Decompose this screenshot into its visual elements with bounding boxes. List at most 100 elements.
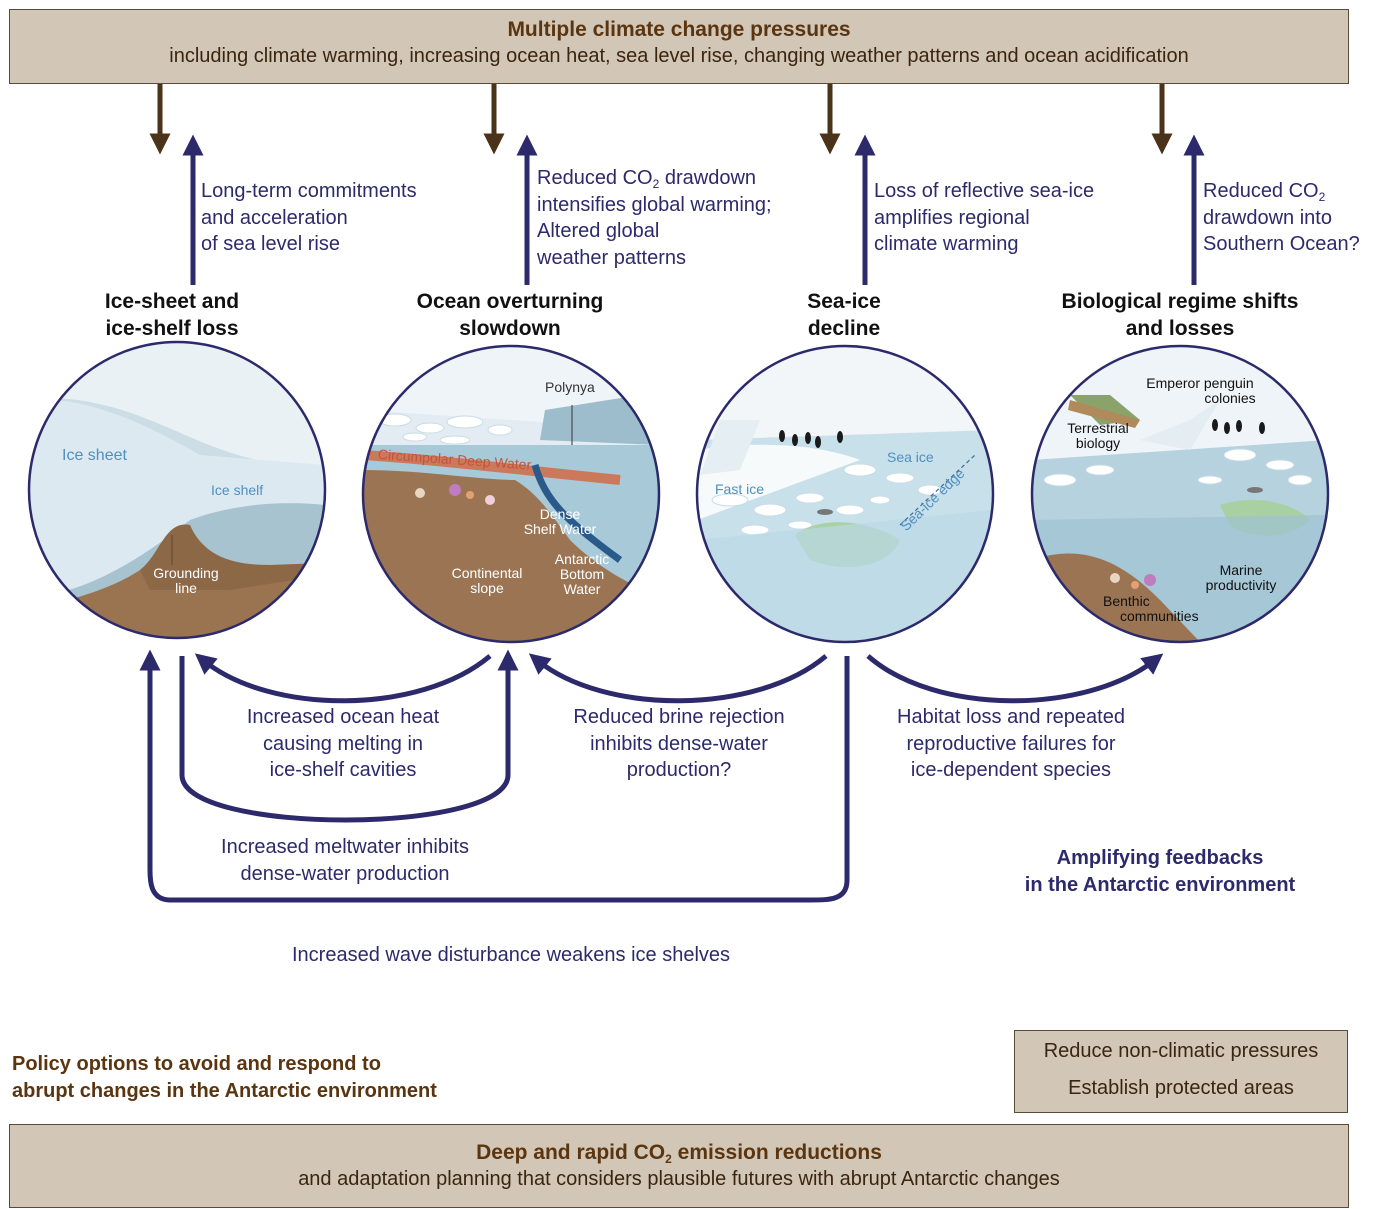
overturning-circle xyxy=(361,344,661,644)
ocean-heat-line: causing melting in xyxy=(262,732,424,755)
label-sea-ice: Sea ice xyxy=(887,449,934,465)
heading-line: ice-shelf loss xyxy=(105,317,239,340)
global-policy-box: Deep and rapid CO2 emission reductions a… xyxy=(9,1124,1349,1208)
brine-arrow xyxy=(528,653,828,704)
co2-prefix: Deep and rapid CO xyxy=(476,1141,666,1164)
sea-ice-feedback-line: Loss of reflective sea-ice xyxy=(874,180,1095,202)
ice-sheet-feedback-text: Long-term commitments and acceleration o… xyxy=(201,178,417,258)
local-policy-box: Reduce non-climatic pressures Establish … xyxy=(1014,1030,1348,1113)
label-line: Terrestrial xyxy=(1067,420,1129,436)
label-line: productivity xyxy=(1205,577,1277,593)
amplifying-line: in the Antarctic environment xyxy=(1024,873,1296,896)
brine-line: Reduced brine rejection xyxy=(573,706,785,728)
biological-feedback-line: Reduced CO2 xyxy=(1203,178,1360,205)
label-emperor-penguin: Emperor penguin colonies xyxy=(1140,376,1260,406)
label-line: Water xyxy=(563,581,601,597)
brine-line: production? xyxy=(626,759,732,781)
meltwater-text: Increased meltwater inhibits dense-water… xyxy=(190,834,500,887)
label-line: colonies xyxy=(1204,390,1256,406)
meltwater-line: Increased meltwater inhibits xyxy=(221,836,469,858)
label-ice-shelf: Ice shelf xyxy=(211,482,264,498)
co2-suffix: drawdown xyxy=(659,167,757,189)
ocean-heat-line: ice-shelf cavities xyxy=(269,759,417,781)
policy-line: abrupt changes in the Antarctic environm… xyxy=(12,1079,437,1102)
habitat-line: reproductive failures for xyxy=(906,732,1116,755)
label-marine-productivity: Marine productivity xyxy=(1196,563,1286,593)
label-line: slope xyxy=(470,580,504,596)
heading-line: Sea-ice xyxy=(807,290,881,313)
label-benthic: Benthic communities xyxy=(1103,594,1199,624)
heading-line: Ice-sheet and xyxy=(104,290,240,313)
heading-line: Biological regime shifts xyxy=(1061,290,1299,313)
label-line: line xyxy=(175,580,197,596)
overturning-feedback-text: Reduced CO2 drawdown intensifies global … xyxy=(537,165,772,271)
heading-overturning: Ocean overturning slowdown xyxy=(390,288,630,342)
pressures-title: Multiple climate change pressures xyxy=(507,18,851,41)
co2-subscript: 2 xyxy=(652,177,660,191)
habitat-arrow xyxy=(866,653,1164,704)
biological-feedback-line: drawdown into xyxy=(1203,206,1332,229)
heading-line: Ocean overturning xyxy=(416,290,604,313)
global-policy-title: Deep and rapid CO2 emission reductions xyxy=(10,1141,1348,1165)
heading-line: slowdown xyxy=(459,317,561,340)
sea-ice-circle xyxy=(695,344,995,644)
label-continental-slope: Continental slope xyxy=(440,566,534,596)
heading-sea-ice: Sea-ice decline xyxy=(764,288,924,342)
sea-ice-feedback-line: climate warming xyxy=(874,233,1019,255)
ocean-heat-text: Increased ocean heat causing melting in … xyxy=(218,704,468,784)
ice-sheet-feedback-line: Long-term commitments xyxy=(201,180,417,202)
pressures-subtitle: including climate warming, increasing oc… xyxy=(169,45,1189,67)
habitat-line: ice-dependent species xyxy=(910,759,1112,781)
label-line: Antarctic xyxy=(554,551,610,567)
lateral-feedback-arrows xyxy=(139,649,1164,903)
feedback-up-arrows xyxy=(182,134,1205,285)
sea-ice-feedback-line: amplifies regional xyxy=(874,206,1030,229)
label-line: Emperor penguin xyxy=(1146,375,1254,391)
sea-ice-feedback-text: Loss of reflective sea-ice amplifies reg… xyxy=(874,178,1094,258)
heading-biological: Biological regime shifts and losses xyxy=(1040,288,1320,342)
label-grounding-line: Grounding line xyxy=(140,566,232,596)
brine-text: Reduced brine rejection inhibits dense-w… xyxy=(540,704,818,784)
ice-sheet-circle xyxy=(27,340,327,640)
policy-line: Policy options to avoid and respond to xyxy=(12,1053,381,1075)
co2-prefix: Reduced CO xyxy=(1203,180,1319,202)
overturning-feedback-line: Reduced CO2 drawdown xyxy=(537,165,772,192)
heading-line: decline xyxy=(807,317,881,340)
amplifying-line: Amplifying feedbacks xyxy=(1056,847,1264,869)
co2-suffix: emission reductions xyxy=(671,1141,882,1164)
label-line: Continental xyxy=(451,565,523,581)
heading-line: and losses xyxy=(1125,317,1235,340)
global-policy-subtitle: and adaptation planning that considers p… xyxy=(298,1168,1060,1190)
meltwater-arrow xyxy=(179,649,519,823)
ocean-heat-arrow xyxy=(194,653,492,704)
policy-option: Establish protected areas xyxy=(1068,1077,1294,1099)
pressure-arrows xyxy=(149,84,1173,155)
label-line: Benthic xyxy=(1103,593,1150,609)
overturning-feedback-line: intensifies global warming; xyxy=(537,193,772,216)
habitat-text: Habitat loss and repeated reproductive f… xyxy=(864,704,1158,784)
biological-feedback-text: Reduced CO2 drawdown into Southern Ocean… xyxy=(1203,178,1360,258)
co2-subscript: 2 xyxy=(665,1152,672,1166)
meltwater-line: dense-water production xyxy=(240,862,450,885)
wave-text: Increased wave disturbance weakens ice s… xyxy=(292,944,731,966)
heading-ice-sheet: Ice-sheet and ice-shelf loss xyxy=(62,288,282,342)
label-line: biology xyxy=(1075,435,1121,451)
label-line: Bottom xyxy=(559,566,605,582)
label-terrestrial: Terrestrial biology xyxy=(1060,421,1136,451)
co2-subscript: 2 xyxy=(1318,190,1326,204)
label-line: communities xyxy=(1120,608,1199,624)
label-polynya: Polynya xyxy=(545,379,595,395)
wave-arrow xyxy=(139,649,850,903)
label-line: Grounding xyxy=(153,565,219,581)
ocean-heat-line: Increased ocean heat xyxy=(246,706,440,728)
label-aabw: Antarctic Bottom Water xyxy=(549,552,615,597)
label-line: Shelf Water xyxy=(523,521,597,537)
label-line: Marine xyxy=(1219,562,1263,578)
climate-pressures-box: Multiple climate change pressures includ… xyxy=(9,9,1349,84)
policy-option: Reduce non-climatic pressures xyxy=(1043,1040,1319,1062)
ice-sheet-feedback-line: of sea level rise xyxy=(201,233,340,255)
amplifying-caption: Amplifying feedbacks in the Antarctic en… xyxy=(1010,845,1310,898)
biological-feedback-line: Southern Ocean? xyxy=(1203,233,1360,255)
habitat-line: Habitat loss and repeated xyxy=(897,706,1125,728)
